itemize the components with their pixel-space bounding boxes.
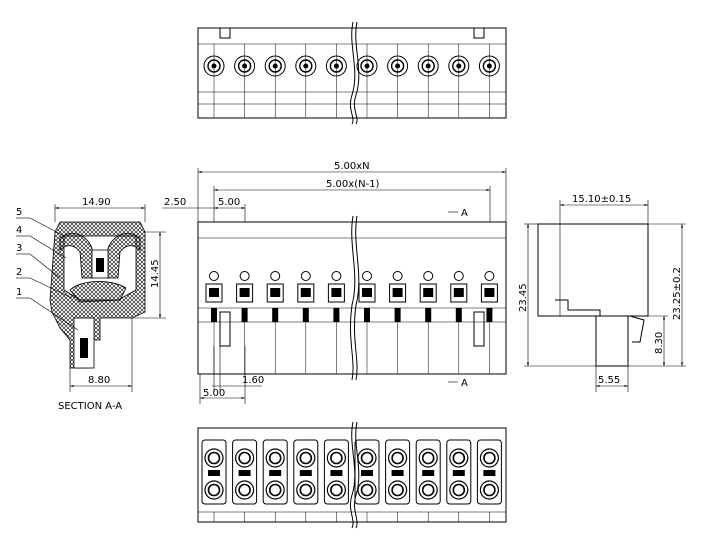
front-pin [358, 271, 376, 374]
front-pin [266, 271, 284, 374]
bottom-pin [385, 439, 411, 522]
front-pin [389, 271, 407, 374]
side-view: 15.10±0.15 23.45 23.25±0.2 8.30 5.55 [518, 194, 686, 392]
front-view: 5.00xN 5.00x(N-1) 2.50 5.00 A A 1.60 5.0… [162, 161, 507, 404]
dim-23-45: 23.45 [518, 283, 529, 312]
callout-leaders [16, 217, 79, 331]
top-screw [295, 44, 317, 118]
bottom-pin [415, 439, 441, 522]
dim-5-55: 5.55 [598, 375, 620, 386]
dim-8-30: 8.30 [654, 332, 665, 354]
dim-5-00xN-1: 5.00x(N-1) [326, 179, 380, 190]
top-screw [448, 44, 470, 118]
top-screw [356, 44, 378, 118]
callout-3: 3 [16, 243, 22, 254]
top-screw [203, 44, 225, 118]
bottom-pin [232, 439, 258, 522]
bottom-pin [323, 439, 349, 522]
callout-4: 4 [16, 225, 22, 236]
bottom-pin [476, 439, 502, 522]
bottom-pin [201, 439, 227, 522]
bottom-pin [262, 439, 288, 522]
section-marker-bottom: A [461, 378, 468, 389]
bottom-view-pin-row [201, 439, 502, 522]
front-pin [480, 271, 498, 374]
top-view-screw-row [203, 44, 500, 118]
top-screw [478, 44, 500, 118]
callout-1: 1 [16, 287, 22, 298]
top-screw [387, 44, 409, 118]
top-screw [234, 44, 256, 118]
bottom-pin [446, 439, 472, 522]
callout-5: 5 [16, 207, 22, 218]
front-pin [236, 271, 254, 374]
dim-5-00-top: 5.00 [218, 197, 240, 208]
dim-14-45: 14.45 [150, 259, 161, 288]
dim-8-80: 8.80 [88, 375, 110, 386]
callout-2: 2 [16, 267, 22, 278]
bottom-pin [293, 439, 319, 522]
top-view [197, 21, 507, 125]
dim-15-10: 15.10±0.15 [572, 194, 631, 205]
dim-1-60: 1.60 [242, 375, 264, 386]
top-screw [325, 44, 347, 118]
dim-23-25: 23.25±0.2 [672, 267, 683, 320]
dim-14-90: 14.90 [82, 197, 111, 208]
front-view-pin-row [205, 271, 498, 374]
dim-5-00-bottom: 5.00 [203, 388, 225, 399]
dim-5-00xN: 5.00xN [334, 161, 370, 172]
front-pin [297, 271, 315, 374]
dim-2-50: 2.50 [164, 197, 186, 208]
top-screw [264, 44, 286, 118]
section-marker-top: A [461, 208, 468, 219]
top-screw [417, 44, 439, 118]
section-view: 5 4 3 2 1 14.90 14.45 8.80 SECTION A-A [16, 197, 166, 412]
front-pin [419, 271, 437, 374]
front-pin [327, 271, 345, 374]
front-pin [450, 271, 468, 374]
front-pin [205, 271, 223, 374]
section-label: SECTION A-A [58, 401, 122, 412]
bottom-view [197, 421, 507, 529]
